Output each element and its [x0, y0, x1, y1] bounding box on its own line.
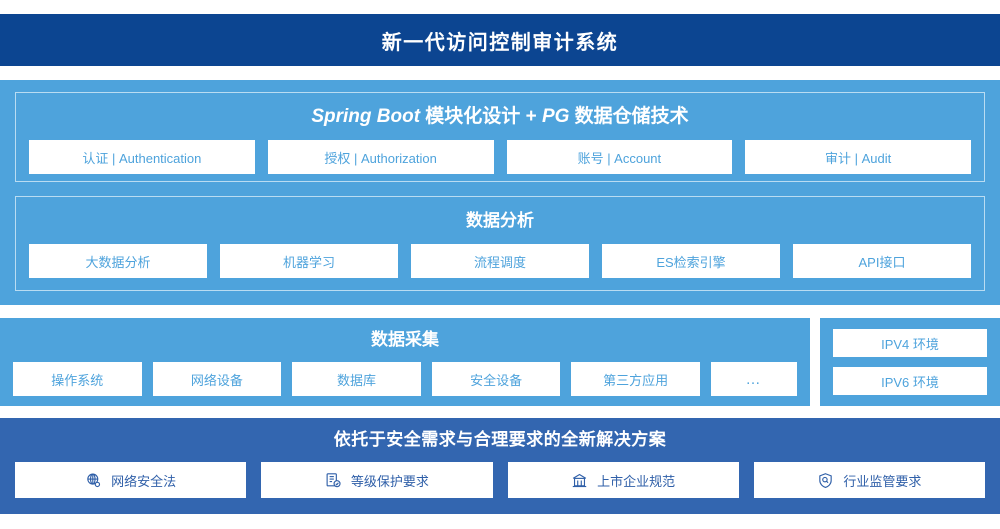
card-ipv4-environment[interactable]: IPV4 环境 — [833, 329, 987, 357]
card-database[interactable]: 数据库 — [292, 362, 421, 396]
data-acquisition-section: 数据采集 操作系统 网络设备 数据库 安全设备 第三方应用 … — [0, 318, 810, 406]
spring-boot-title-latin-1: Spring Boot — [311, 106, 421, 127]
card-network-device[interactable]: 网络设备 — [152, 362, 282, 396]
card-operating-system[interactable]: 操作系统 — [13, 362, 142, 396]
card-industry-supervision[interactable]: 行业监管要求 — [753, 462, 985, 498]
card-industry-supervision-label: 行业监管要求 — [843, 473, 922, 489]
shield-search-icon — [817, 472, 834, 489]
document-check-icon — [325, 472, 342, 489]
card-account[interactable]: 账号 | Account — [506, 140, 733, 174]
card-machine-learning[interactable]: 机器学习 — [220, 244, 398, 278]
card-cybersecurity-law-label: 网络安全法 — [111, 473, 177, 489]
page-title: 新一代访问控制审计系统 — [381, 31, 619, 54]
bank-building-icon — [571, 472, 588, 489]
card-authentication[interactable]: 认证 | Authentication — [29, 140, 255, 174]
card-classified-protection-label: 等级保护要求 — [350, 473, 429, 489]
data-analysis-panel-title: 数据分析 — [466, 211, 534, 230]
card-big-data-analysis[interactable]: 大数据分析 — [29, 244, 207, 278]
solution-section: 依托于安全需求与合理要求的全新解决方案 网络安全法 — [0, 418, 1000, 514]
data-acquisition-title: 数据采集 — [371, 330, 439, 349]
card-process-scheduling[interactable]: 流程调度 — [411, 244, 589, 278]
card-classified-protection[interactable]: 等级保护要求 — [261, 462, 493, 498]
card-security-device[interactable]: 安全设备 — [431, 362, 561, 396]
card-third-party-application[interactable]: 第三方应用 — [571, 362, 700, 396]
page-header: 新一代访问控制审计系统 — [0, 14, 1000, 66]
card-authorization[interactable]: 授权 | Authorization — [267, 140, 494, 174]
globe-network-icon — [85, 472, 102, 489]
data-analysis-card-row: 大数据分析 机器学习 流程调度 ES检索引擎 API接口 — [16, 244, 984, 278]
spring-boot-title-latin-2: PG — [541, 106, 570, 127]
card-ipv6-environment[interactable]: IPV6 环境 — [833, 367, 987, 395]
card-es-search-engine[interactable]: ES检索引擎 — [602, 244, 780, 278]
card-listed-company-standard[interactable]: 上市企业规范 — [507, 462, 739, 498]
solution-title: 依托于安全需求与合理要求的全新解决方案 — [333, 430, 667, 449]
spring-boot-card-row: 认证 | Authentication 授权 | Authorization 账… — [16, 140, 984, 174]
solution-card-row: 网络安全法 等级保护要求 — [0, 462, 1000, 498]
card-more-ellipsis[interactable]: … — [710, 362, 797, 396]
spring-boot-title-cn-2: 数据仓储技术 — [569, 106, 689, 127]
spring-boot-title-cn-1: 模块化设计 + — [420, 106, 542, 127]
card-audit[interactable]: 审计 | Audit — [745, 140, 971, 174]
card-listed-company-standard-label: 上市企业规范 — [597, 473, 676, 489]
data-analysis-panel: 数据分析 大数据分析 机器学习 流程调度 ES检索引擎 API接口 — [15, 196, 985, 291]
data-acquisition-card-row: 操作系统 网络设备 数据库 安全设备 第三方应用 … — [0, 362, 810, 396]
card-api-interface[interactable]: API接口 — [793, 244, 971, 278]
card-cybersecurity-law[interactable]: 网络安全法 — [15, 462, 247, 498]
spring-boot-panel: Spring Boot 模块化设计 + PG 数据仓储技术 认证 | Authe… — [15, 92, 985, 182]
spring-boot-panel-title: Spring Boot 模块化设计 + PG 数据仓储技术 — [16, 107, 984, 126]
ip-environment-section: IPV4 环境 IPV6 环境 — [820, 318, 1000, 406]
